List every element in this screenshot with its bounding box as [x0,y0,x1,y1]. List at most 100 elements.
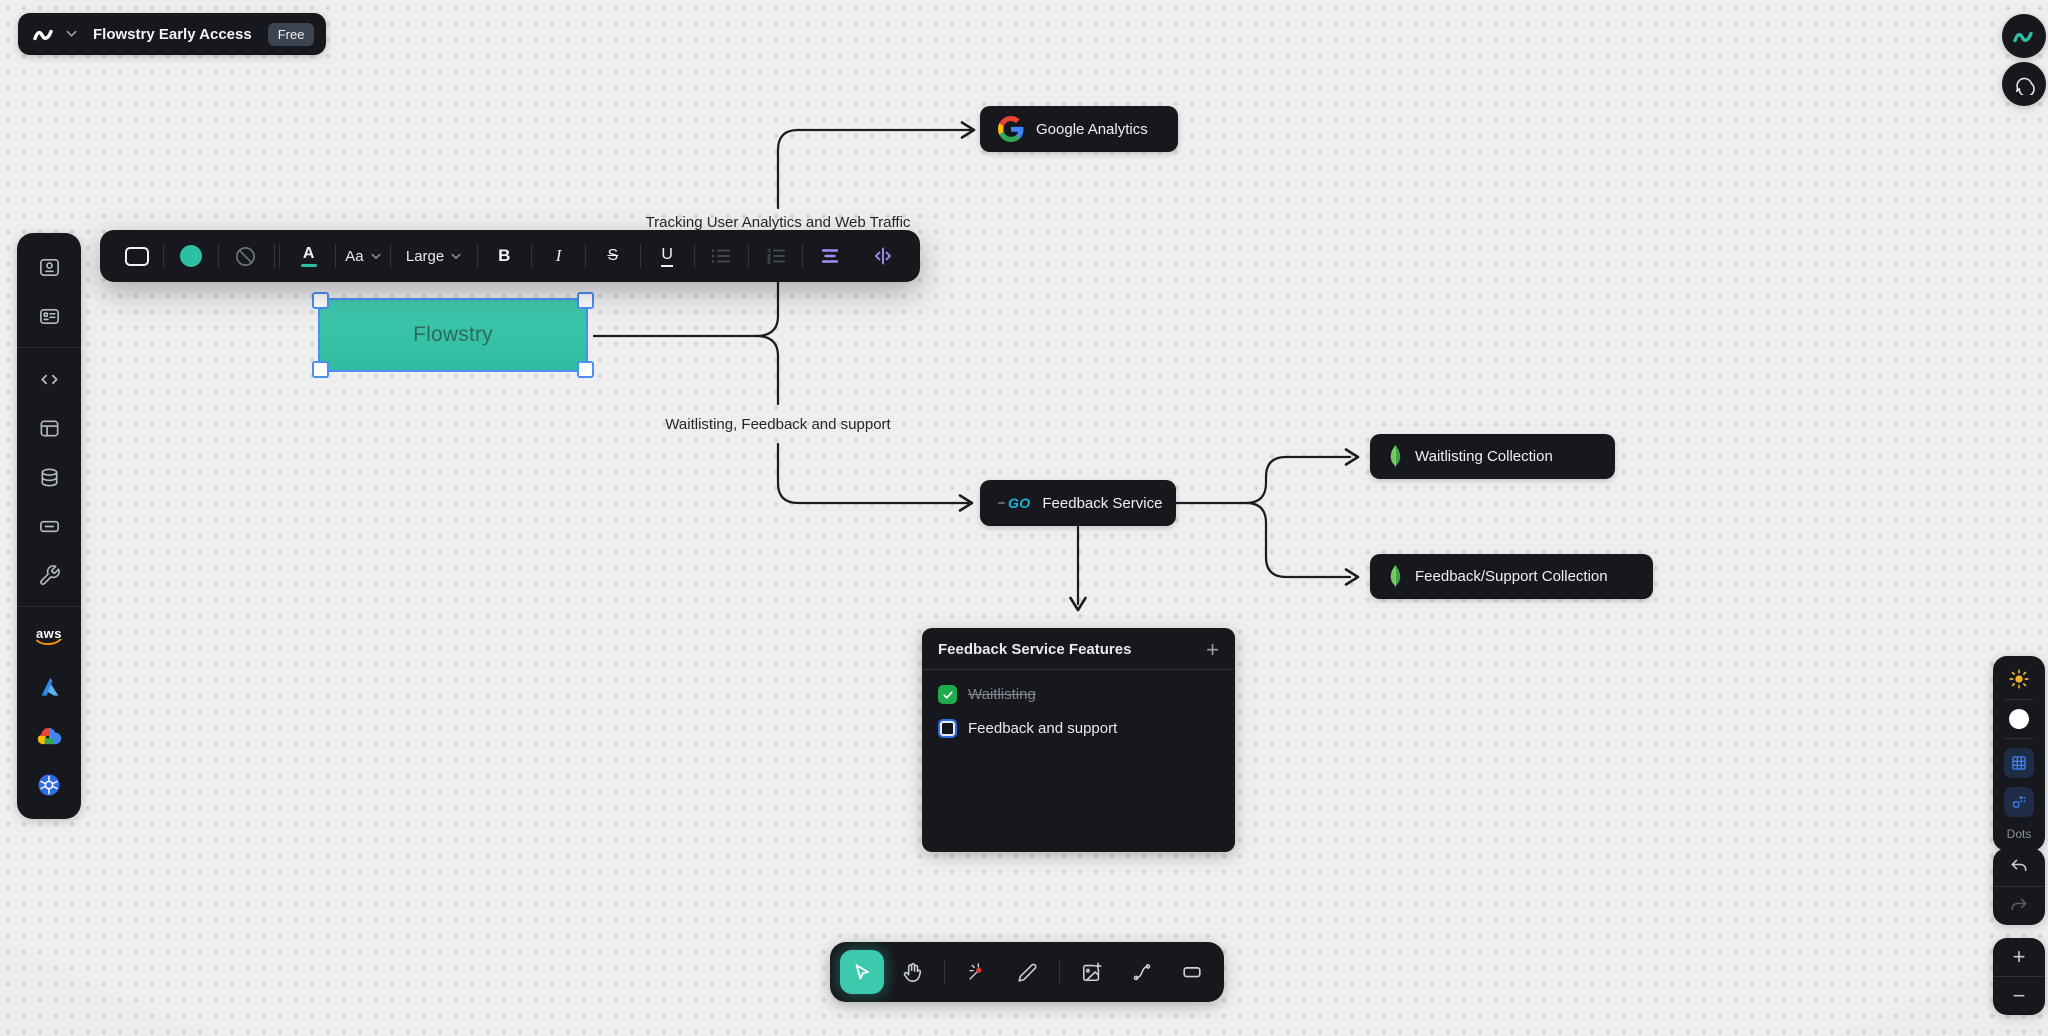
strikethrough-button[interactable]: S [607,247,619,264]
cursor-icon [855,964,869,980]
connector-tool[interactable] [1120,950,1164,994]
shape-rect-icon [124,246,149,266]
no-border-button[interactable] [219,230,272,282]
checklist-item-label: Waitlisting [968,686,1036,703]
panel-divider [1993,886,2045,887]
bullet-list-button[interactable] [695,230,748,282]
node-library-sidebar: aws [17,233,81,819]
font-size-dropdown[interactable]: Large [391,230,477,282]
sidebar-divider [17,347,81,348]
google-cloud-icon[interactable] [29,718,69,754]
panel-divider [2004,699,2034,700]
code-node-icon[interactable] [29,361,69,397]
resize-handle-top-left[interactable] [312,292,329,309]
select-tool[interactable] [840,950,884,994]
chat-bubble-icon [2016,77,2035,95]
flowstry-home-button[interactable] [2002,14,2046,58]
azure-icon[interactable] [29,669,69,705]
card-title: Feedback Service Features [938,641,1132,658]
history-controls [1993,848,2045,925]
flowstry-logo-icon [32,25,56,43]
chevron-down-icon[interactable] [66,30,77,38]
insert-image-tool[interactable] [1070,950,1114,994]
underline-button[interactable]: U [641,230,694,282]
resize-handle-bottom-right[interactable] [577,361,594,378]
input-node-icon[interactable] [29,508,69,544]
mongodb-icon [1388,564,1403,590]
kubernetes-icon[interactable] [29,767,69,803]
checkbox-checked-icon[interactable] [938,685,957,704]
image-plus-icon [1082,962,1102,982]
node-flowstry[interactable]: Flowstry [312,292,594,378]
text-color-button[interactable]: A [282,230,335,282]
bold-button[interactable]: B [498,246,511,265]
checkbox-unchecked-icon[interactable] [938,719,957,738]
hand-tool[interactable] [890,950,934,994]
checklist-item-feedback[interactable]: Feedback and support [938,719,1219,738]
dots-pattern-button[interactable] [2004,787,2034,817]
plan-badge: Free [267,22,315,46]
checklist-item-waitlisting[interactable]: Waitlisting [938,685,1219,704]
toolbar-divider [335,244,337,268]
shape-style-button[interactable] [110,230,163,282]
dots-pattern-icon [2013,796,2026,808]
resize-handle-bottom-left[interactable] [312,361,329,378]
feedback-chat-button[interactable] [2002,62,2046,106]
light-mode-button[interactable] [2008,668,2030,690]
canvas-color-swatch[interactable] [2009,709,2029,729]
laser-pointer-icon [969,963,982,980]
align-center-icon [821,249,839,263]
mongodb-icon [1388,444,1403,470]
italic-button[interactable]: I [555,246,562,265]
chevron-down-icon [451,253,461,259]
aws-icon[interactable]: aws [29,620,69,656]
chevron-down-icon [371,253,381,259]
tools-node-icon[interactable] [29,557,69,593]
numbered-list-button[interactable] [749,230,802,282]
zoom-out-button[interactable]: − [2012,983,2026,1008]
grid-icon [2012,756,2026,770]
undo-button[interactable] [1993,848,2045,886]
laser-pointer-tool[interactable] [955,950,999,994]
redo-icon [2011,898,2027,911]
fill-color-button[interactable] [164,230,217,282]
redo-button[interactable] [1993,887,2045,925]
layout-node-icon[interactable] [29,410,69,446]
node-waitlisting-collection[interactable]: Waitlisting Collection [1370,434,1615,479]
align-center-button[interactable] [803,230,856,282]
node-google-analytics[interactable]: Google Analytics [980,106,1178,152]
panel-divider [2004,738,2034,739]
screenshot-node-icon[interactable] [29,249,69,285]
zoom-controls: + − [1993,938,2045,1015]
format-toolbar: A Aa Large B I S U [100,230,920,282]
font-family-dropdown[interactable]: Aa [336,230,389,282]
rectangle-tool[interactable] [1170,950,1214,994]
toolbar-divider [273,244,275,268]
toolbar-divider [748,244,750,268]
node-feedback-service[interactable]: GO Feedback Service [980,480,1176,526]
undo-icon [2011,859,2027,872]
feedback-service-features-card[interactable]: Feedback Service Features + Waitlisting … [922,628,1235,852]
flowstry-logo-icon [2013,31,2033,43]
distribute-horizontal-icon [875,247,892,265]
add-item-button[interactable]: + [1206,636,1219,662]
google-icon [998,116,1024,142]
node-feedback-support-collection[interactable]: Feedback/Support Collection [1370,554,1653,599]
zoom-in-button[interactable]: + [2012,944,2026,969]
toolbar-divider [476,244,478,268]
pencil-tool[interactable] [1005,950,1049,994]
database-node-icon[interactable] [29,459,69,495]
canvas-appearance-panel: Dots [1993,656,2045,851]
golang-icon: GO [998,495,1030,511]
edge-label-waitlisting[interactable]: Waitlisting, Feedback and support [665,416,891,433]
resize-handle-top-right[interactable] [577,292,594,309]
toolbar-divider [585,244,587,268]
checklist-item-label: Feedback and support [968,720,1118,737]
distribute-horizontal-button[interactable] [857,230,910,282]
card-node-icon[interactable] [29,298,69,334]
app-header[interactable]: Flowstry Early Access Free [18,13,327,55]
edge-label-analytics[interactable]: Tracking User Analytics and Web Traffic [645,214,911,231]
grid-pattern-button[interactable] [2004,748,2034,778]
sidebar-divider [17,606,81,607]
